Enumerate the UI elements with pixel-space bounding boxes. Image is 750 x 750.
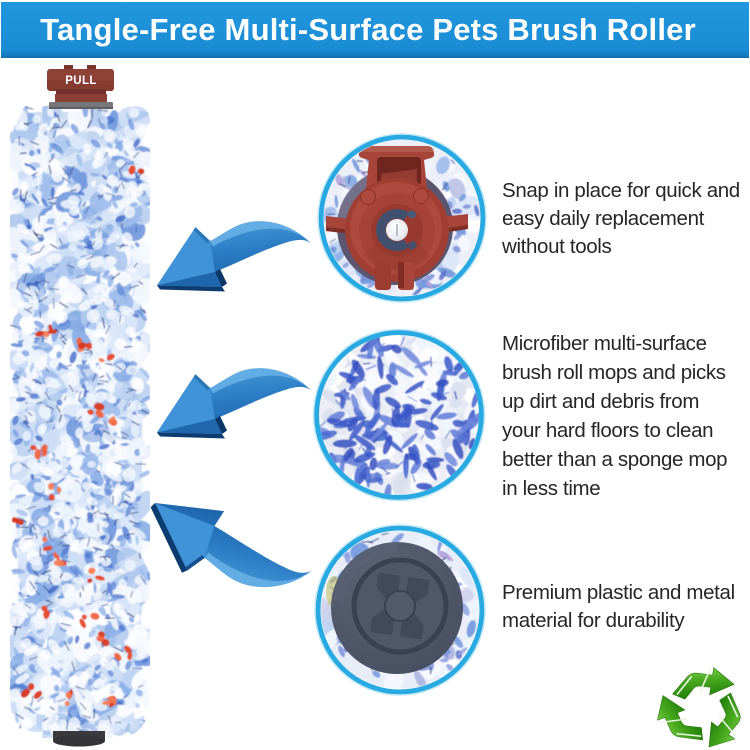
svg-text:easy daily replacement: easy daily replacement	[502, 207, 705, 230]
svg-text:Premium plastic and metal: Premium plastic and metal	[502, 581, 735, 604]
svg-text:better than a sponge mop: better than a sponge mop	[502, 448, 727, 471]
svg-text:up dirt and debris from: up dirt and debris from	[502, 390, 699, 413]
svg-text:Snap in place for quick and: Snap in place for quick and	[502, 179, 740, 202]
svg-text:Tangle-Free Multi-Surface Pets: Tangle-Free Multi-Surface Pets Brush Rol…	[40, 12, 696, 47]
svg-text:PULL: PULL	[65, 75, 97, 87]
svg-text:in less time: in less time	[502, 477, 600, 500]
svg-text:Microfiber multi-surface: Microfiber multi-surface	[502, 332, 707, 355]
svg-text:material for durability: material for durability	[502, 609, 685, 632]
svg-text:your hard floors to clean: your hard floors to clean	[502, 419, 713, 442]
svg-text:brush roll mops and picks: brush roll mops and picks	[502, 361, 726, 384]
svg-text:without tools: without tools	[501, 235, 612, 258]
